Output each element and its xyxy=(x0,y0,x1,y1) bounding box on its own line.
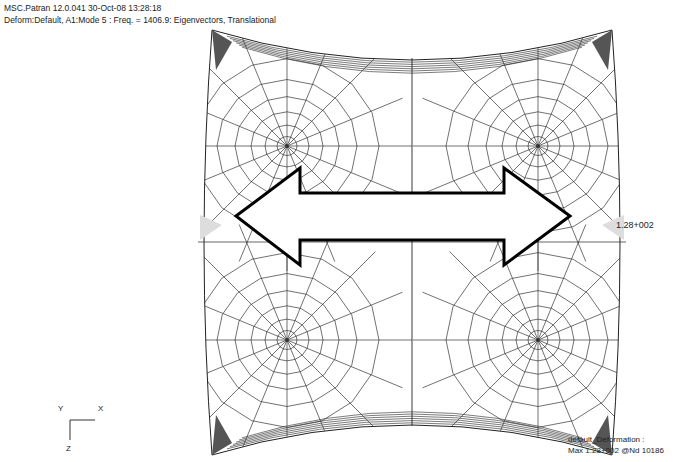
plot-header: Deform:Default, A1:Mode 5 : Freq. = 1406… xyxy=(4,16,276,25)
edge-bands xyxy=(227,36,597,449)
legend-note: default_Deformation : xyxy=(568,436,645,445)
corner-wedges xyxy=(212,30,612,455)
plot-header: MSC.Patran 12.0.041 30-Oct-08 13:28:18 xyxy=(4,4,161,13)
axis-label: X xyxy=(98,405,103,414)
fe-mesh xyxy=(162,21,663,462)
legend-note: Max 1.28+002 @Nd 10186 xyxy=(568,447,664,456)
plate-outline xyxy=(204,30,620,455)
axis-triad xyxy=(70,420,95,440)
axis-label: Z xyxy=(66,445,71,454)
center-line xyxy=(198,242,626,243)
value-label: 1.28+002 xyxy=(616,221,654,231)
axis-label: Y xyxy=(58,405,63,414)
motion-arrow xyxy=(236,168,570,265)
